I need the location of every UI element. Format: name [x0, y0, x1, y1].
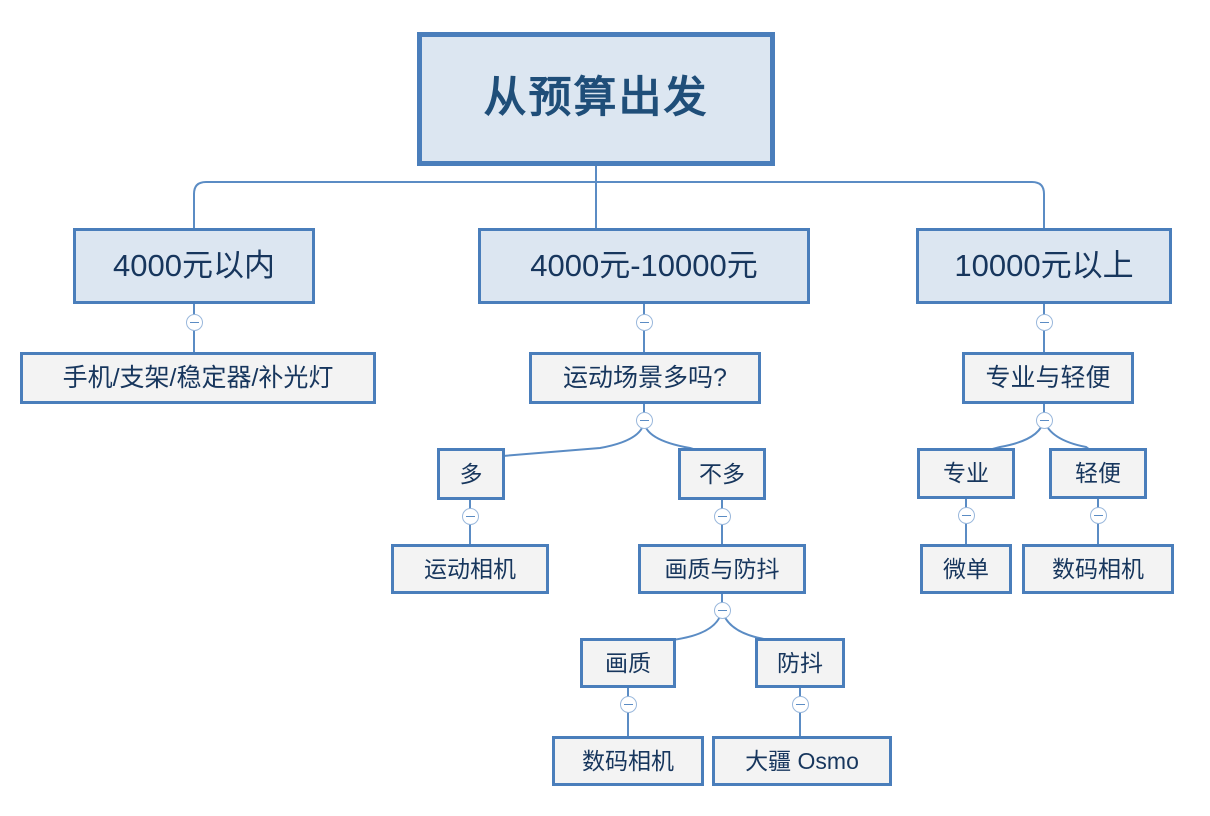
minus-circle-icon-budget-high[interactable]	[1036, 314, 1053, 331]
node-budget-low[interactable]: 4000元以内	[73, 228, 315, 304]
node-budget-low-label: 4000元以内	[113, 247, 275, 283]
node-mid-quality-stab[interactable]: 画质与防抖	[638, 544, 806, 594]
node-mid-question[interactable]: 运动场景多吗?	[529, 352, 761, 404]
node-stabilization-label: 防抖	[777, 649, 823, 676]
node-budget-high[interactable]: 10000元以上	[916, 228, 1172, 304]
node-root[interactable]: 从预算出发	[417, 32, 775, 166]
minus-circle-icon-stabilization[interactable]	[792, 696, 809, 713]
node-budget-mid[interactable]: 4000元-10000元	[478, 228, 810, 304]
node-quality-camera[interactable]: 数码相机	[552, 736, 704, 786]
minus-circle-icon-high-question[interactable]	[1036, 412, 1053, 429]
minus-circle-icon-mid-quality-stab[interactable]	[714, 602, 731, 619]
node-budget-high-label: 10000元以上	[954, 247, 1134, 283]
node-quality-label: 画质	[605, 649, 651, 676]
node-root-label: 从预算出发	[483, 74, 709, 123]
node-high-light-label: 轻便	[1075, 460, 1121, 487]
node-quality-camera-label: 数码相机	[582, 747, 674, 774]
minus-circle-icon-budget-low[interactable]	[186, 314, 203, 331]
node-low-gear-label: 手机/支架/稳定器/补光灯	[62, 363, 334, 392]
node-pro-mirrorless[interactable]: 微单	[920, 544, 1012, 594]
minus-circle-icon-mid-question[interactable]	[636, 412, 653, 429]
node-mid-many-label: 多	[459, 460, 483, 487]
minus-circle-icon-budget-mid[interactable]	[636, 314, 653, 331]
node-high-question-label: 专业与轻便	[985, 363, 1111, 392]
node-mid-few[interactable]: 不多	[678, 448, 766, 500]
node-light-camera[interactable]: 数码相机	[1022, 544, 1174, 594]
node-mid-quality-stab-label: 画质与防抖	[664, 555, 780, 582]
node-quality[interactable]: 画质	[580, 638, 676, 688]
node-high-question[interactable]: 专业与轻便	[962, 352, 1134, 404]
node-mid-many[interactable]: 多	[437, 448, 505, 500]
node-low-gear[interactable]: 手机/支架/稳定器/补光灯	[20, 352, 376, 404]
node-budget-mid-label: 4000元-10000元	[530, 247, 758, 283]
node-mid-question-label: 运动场景多吗?	[563, 363, 727, 392]
node-stabilization[interactable]: 防抖	[755, 638, 845, 688]
minus-circle-icon-high-light[interactable]	[1090, 507, 1107, 524]
node-mid-action-cam-label: 运动相机	[424, 555, 516, 582]
node-high-light[interactable]: 轻便	[1049, 448, 1147, 499]
minus-circle-icon-mid-few[interactable]	[714, 508, 731, 525]
node-stab-osmo-label: 大疆 Osmo	[745, 747, 859, 774]
node-high-pro-label: 专业	[943, 460, 989, 487]
minus-circle-icon-high-pro[interactable]	[958, 507, 975, 524]
node-stab-osmo[interactable]: 大疆 Osmo	[712, 736, 892, 786]
node-light-camera-label: 数码相机	[1052, 555, 1144, 582]
node-mid-few-label: 不多	[699, 460, 745, 487]
minus-circle-icon-quality[interactable]	[620, 696, 637, 713]
node-mid-action-cam[interactable]: 运动相机	[391, 544, 549, 594]
node-pro-mirrorless-label: 微单	[943, 555, 989, 582]
node-high-pro[interactable]: 专业	[917, 448, 1015, 499]
minus-circle-icon-mid-many[interactable]	[462, 508, 479, 525]
